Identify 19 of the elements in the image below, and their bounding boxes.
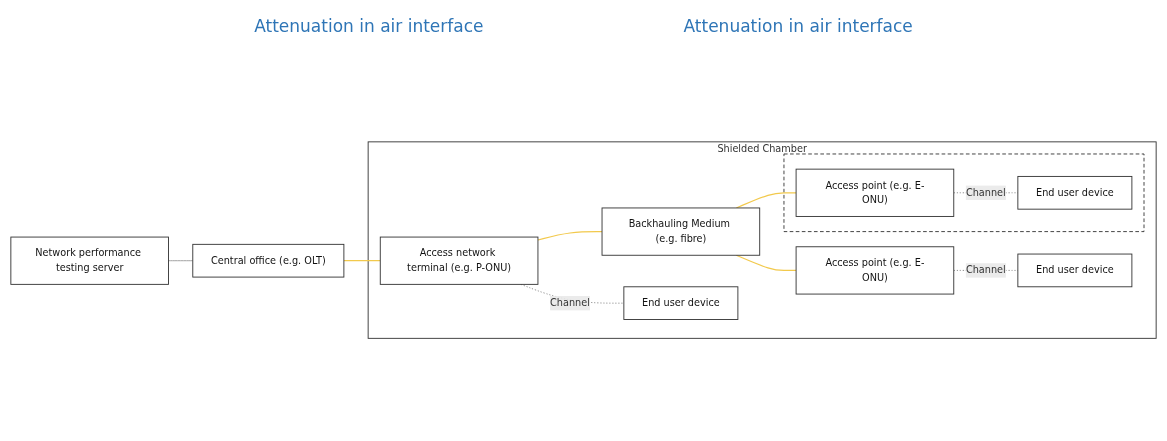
node-box: Central office (e.g. OLT) (192, 244, 345, 278)
connector (168, 260, 194, 262)
edge-label: Channel (965, 187, 1006, 199)
node-box: Network performance testing server (10, 237, 169, 286)
connector (343, 260, 381, 262)
edge-label: Channel (550, 297, 590, 310)
node-box: Access point (e.g. E-ONU) (795, 246, 955, 295)
connector (735, 192, 797, 209)
node-box: End user device (1017, 254, 1133, 288)
node-box: End user device (1017, 176, 1133, 211)
node-box: Access network terminal (e.g. P-ONU) (379, 237, 539, 286)
annotation-text: Attenuation in air interface (683, 16, 913, 36)
annotation-text: Attenuation in air interface (254, 16, 484, 36)
edge-label: Channel (965, 264, 1006, 277)
node-box: End user device (623, 286, 739, 321)
connector (537, 231, 603, 242)
cluster (783, 153, 1145, 233)
node-box: Access point (e.g. E-ONU) (795, 169, 955, 218)
node-box: Backhauling Medium (e.g. fibre) (601, 207, 761, 257)
